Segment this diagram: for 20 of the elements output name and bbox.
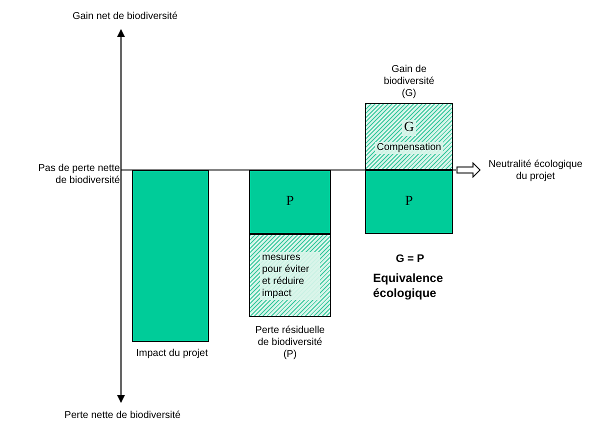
bar-segment: [249, 170, 331, 234]
hatched-bar-segment: [365, 103, 453, 170]
result-text: Neutralité écologique du projet: [482, 158, 589, 184]
bar-label: Compensation: [374, 142, 444, 154]
bar-letter: P: [286, 194, 294, 210]
impact-bar: [132, 170, 209, 342]
bar-letter: P: [405, 194, 413, 210]
equation: G = P: [394, 253, 426, 266]
axis-label: Pas de perte nette de biodiversité: [37, 163, 120, 187]
axis-label: Gain net de biodiversité: [71, 11, 179, 23]
axis-label: Perte nette de biodiversité: [63, 410, 182, 422]
hatched-bar-segment: [249, 234, 331, 317]
bar-letter: G: [402, 120, 416, 136]
bar-caption: Perte résiduelle de biodiversité (P): [254, 325, 326, 361]
bar-caption: Gain de biodiversité (G): [382, 64, 436, 100]
bar-segment: [365, 170, 453, 234]
block-arrow: [456, 162, 481, 178]
concept-label: Equivalence écologique: [372, 271, 444, 301]
bar-caption: Impact du projet: [135, 348, 209, 360]
bar-label: mesures pour éviter et réduire impact: [260, 252, 320, 300]
